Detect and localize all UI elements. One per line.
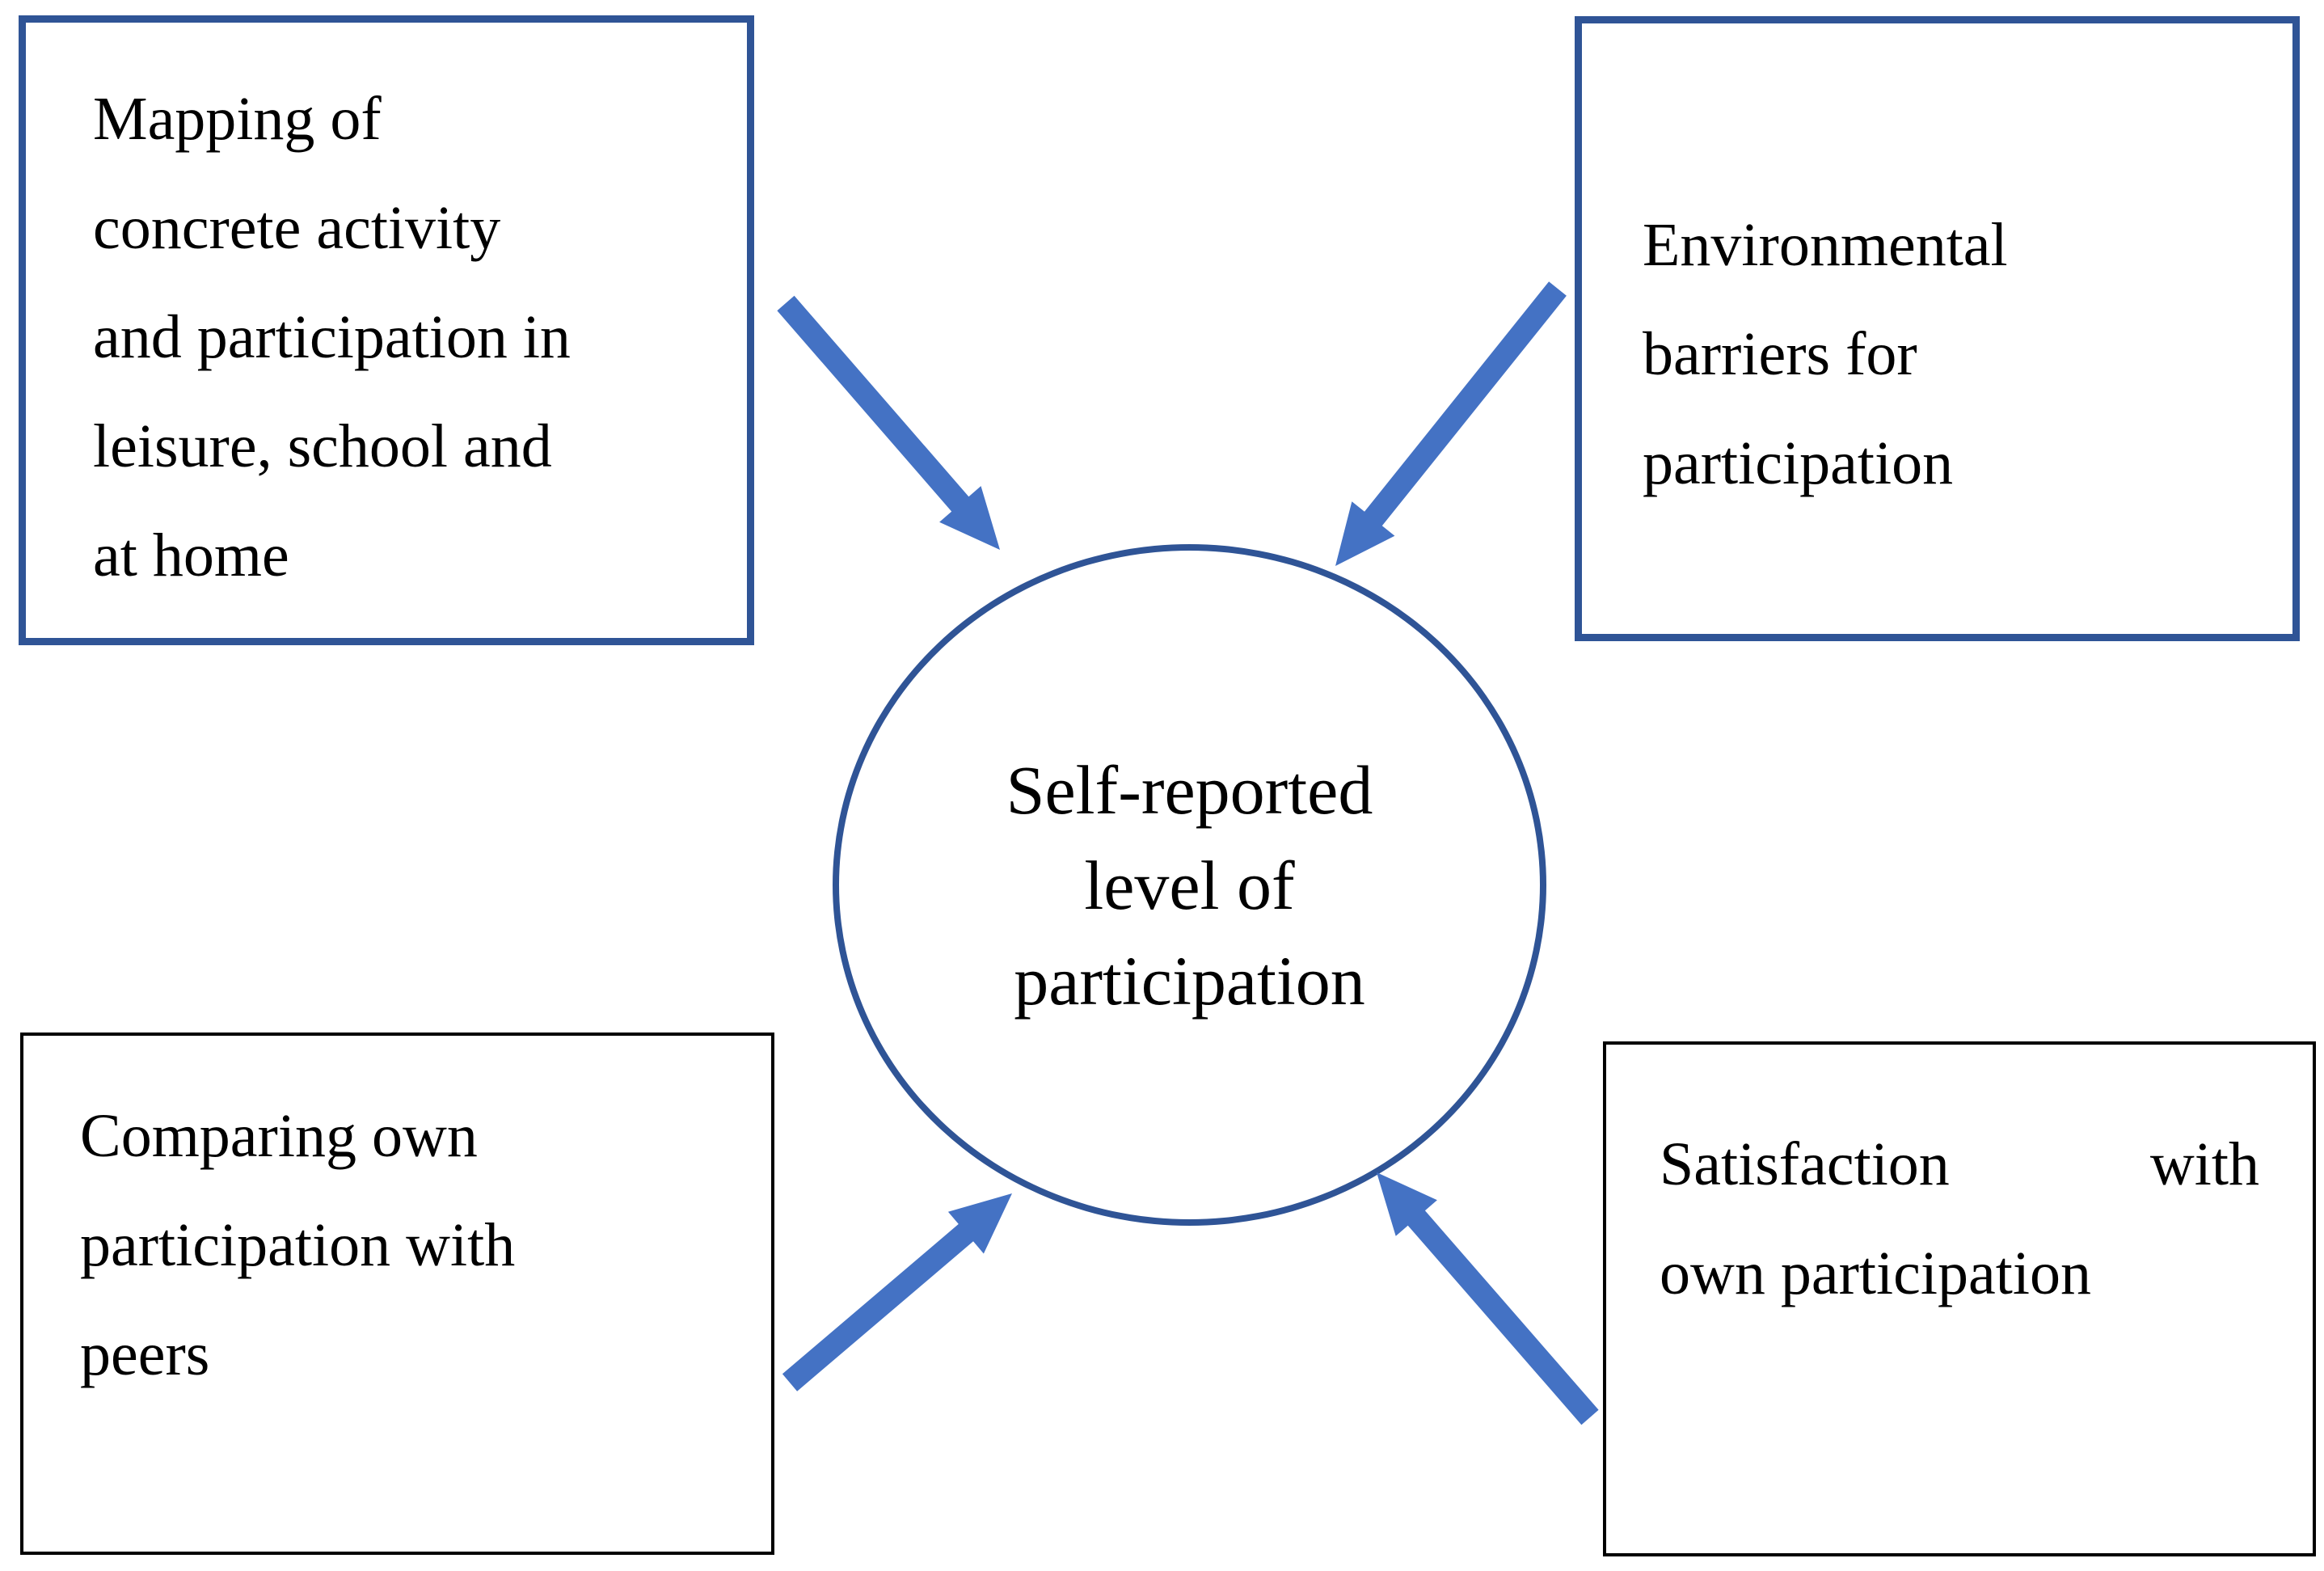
- text-line: peers: [80, 1320, 210, 1388]
- text-line: concrete activity: [93, 194, 501, 262]
- arrow-top-right-to-circle-icon: [1335, 281, 1567, 566]
- box-environmental-barriers: Environmental barriers for participation: [1575, 16, 2300, 641]
- arrow-bottom-right-to-circle-icon: [1377, 1172, 1599, 1425]
- circle-self-reported-participation: Self-reported level of participation: [833, 544, 1546, 1226]
- text-line: leisure, school and: [93, 412, 552, 480]
- text-line: participation: [1643, 429, 1954, 497]
- text-line: Mapping of: [93, 85, 382, 153]
- text-line: own participation: [1660, 1239, 2091, 1307]
- arrow-top-left-to-circle-icon: [777, 295, 1000, 550]
- text-line: Comparing own: [80, 1102, 478, 1170]
- text-line: at home: [93, 522, 289, 589]
- box-mapping-activity: Mapping of concrete activity and participa…: [19, 15, 754, 645]
- text-line: barriers for: [1643, 320, 1917, 388]
- text-line: Satisfaction with: [1660, 1130, 2259, 1198]
- arrow-bottom-left-to-circle-icon: [782, 1193, 1012, 1392]
- box-comparing-peers: Comparing own participation with peers: [20, 1033, 774, 1555]
- text-line: participation with: [80, 1211, 516, 1279]
- text-line: Self-reported: [1006, 750, 1373, 829]
- text-line: Environmental: [1643, 211, 2008, 279]
- text-line: level of: [1084, 846, 1295, 924]
- text-line: and participation in: [93, 303, 571, 371]
- box-satisfaction: Satisfaction with own participation: [1603, 1041, 2316, 1556]
- text-line: participation: [1014, 941, 1365, 1020]
